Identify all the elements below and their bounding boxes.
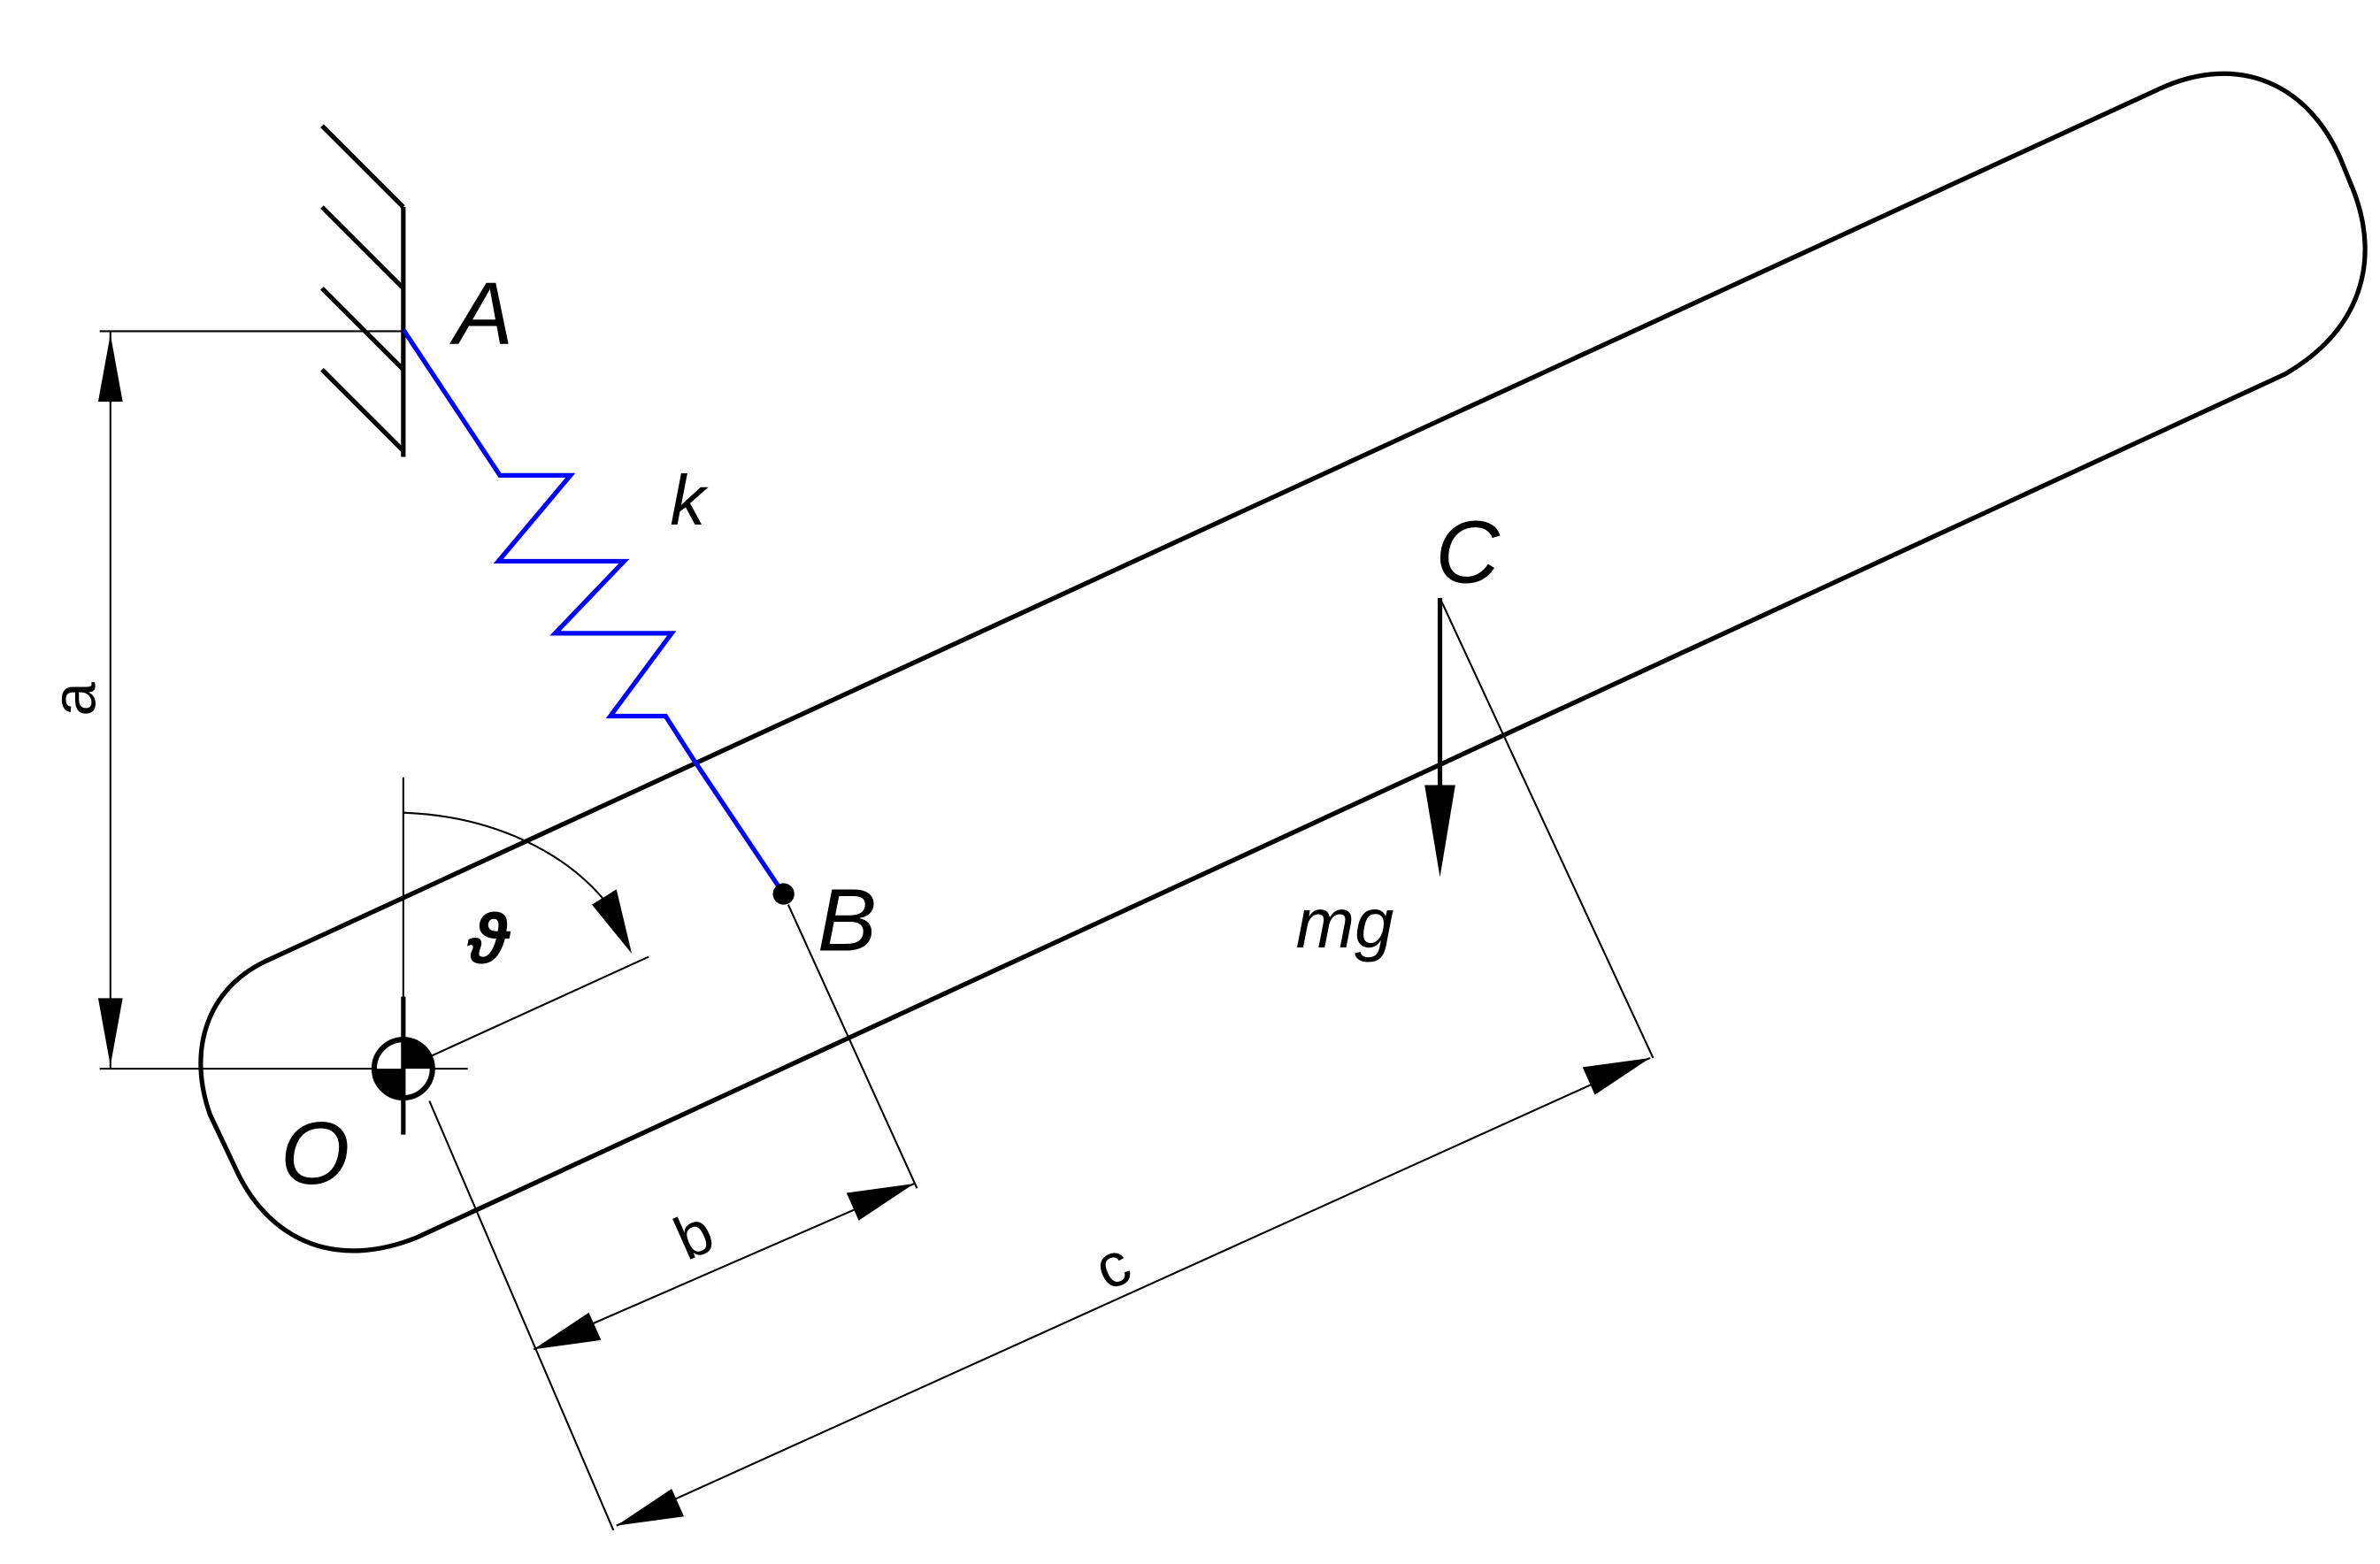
angle-theta <box>402 777 649 1070</box>
label-point-b: B <box>818 871 877 970</box>
label-weight-mg: mg <box>1296 884 1394 962</box>
label-point-a: A <box>449 264 513 363</box>
label-dimension-b: b <box>664 1196 724 1273</box>
label-dimension-c: c <box>1085 1228 1140 1303</box>
label-point-c: C <box>1435 503 1501 602</box>
label-dimension-a: a <box>39 682 108 717</box>
spring <box>401 328 786 895</box>
weight-arrow <box>1424 598 1455 878</box>
label-angle-theta: ϑ <box>467 900 511 978</box>
label-point-o: O <box>280 1104 349 1203</box>
dimension-b <box>428 904 918 1531</box>
wall-support <box>320 124 406 457</box>
point-b-dot <box>772 883 795 905</box>
dimension-a <box>97 330 468 1070</box>
label-spring-k: k <box>670 461 709 540</box>
dimension-c <box>616 597 1654 1527</box>
pivot-o <box>371 996 435 1135</box>
bar-body <box>198 71 2368 1254</box>
